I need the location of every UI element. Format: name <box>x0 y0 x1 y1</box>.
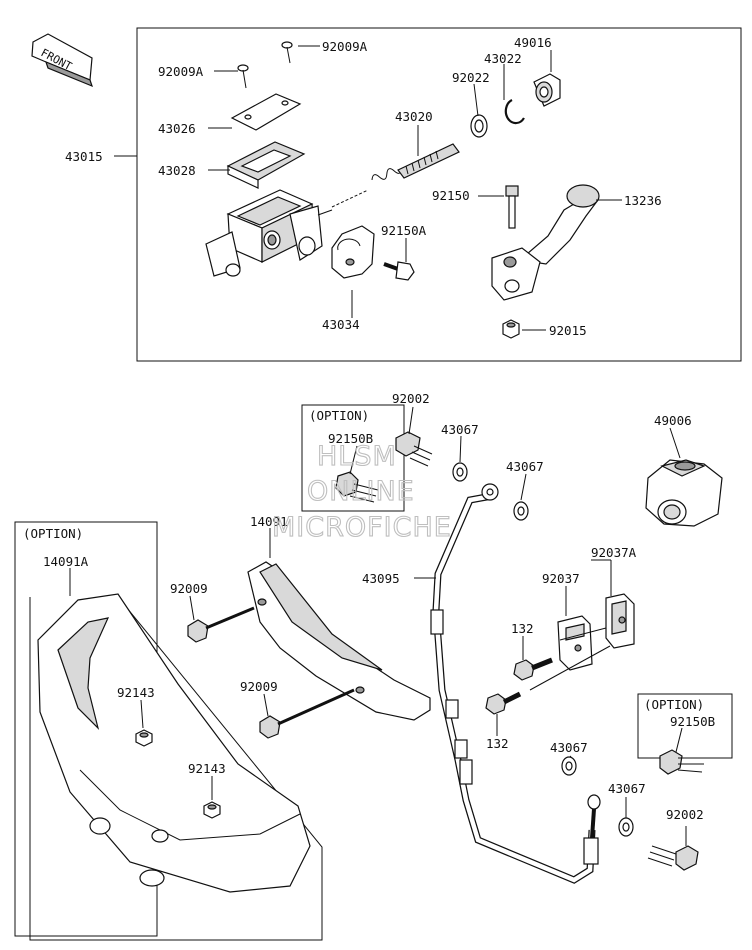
label-92009a-top: 92009A <box>322 39 368 54</box>
label-43067-d: 43067 <box>608 781 646 796</box>
option-sub-frame <box>29 596 323 941</box>
option-box-92150b-top <box>301 404 405 512</box>
label-43015: 43015 <box>65 149 103 164</box>
label-92002-top: 92002 <box>392 391 430 406</box>
bracket-92037 <box>557 615 593 671</box>
master-cylinder-frame <box>136 27 742 362</box>
label-92009-a: 92009 <box>170 581 208 596</box>
label-49006: 49006 <box>654 413 692 428</box>
label-92037a: 92037A <box>591 545 637 560</box>
bracket-92037a <box>605 593 635 649</box>
watermark: HLSM ONLINE MICROFICHE <box>271 440 452 543</box>
label-92015: 92015 <box>549 323 587 338</box>
handguard-14091 <box>247 561 431 721</box>
bolt-92002-bottom <box>647 845 699 871</box>
label-92150b-top: 92150B <box>328 431 373 446</box>
clamp-43034 <box>331 225 375 279</box>
bolt-132-b <box>485 691 522 715</box>
bolt-92150 <box>505 185 519 229</box>
label-43028: 43028 <box>158 163 196 178</box>
front-arrow-icon: FRONT <box>31 33 93 88</box>
brake-hose-43095 <box>430 483 601 884</box>
option-label-right: (OPTION) <box>644 697 704 712</box>
label-92150: 92150 <box>432 188 470 203</box>
bolt-92002-top <box>395 431 433 467</box>
watermark-line-3: MICROFICHE <box>272 512 452 543</box>
label-43067-b: 43067 <box>506 459 544 474</box>
cap-43026 <box>230 93 302 131</box>
bolt-92009-a <box>187 606 255 643</box>
label-92002-bottom: 92002 <box>666 807 704 822</box>
screw-92009a-left <box>237 64 249 89</box>
label-14091: 14091 <box>250 514 288 529</box>
label-43022: 43022 <box>484 51 522 66</box>
label-92037: 92037 <box>542 571 580 586</box>
option-label-left: (OPTION) <box>23 526 83 541</box>
bolt-92009-b <box>259 688 355 739</box>
label-43067-c: 43067 <box>550 740 588 755</box>
nut-92143-b <box>203 801 221 819</box>
watermark-line-2: ONLINE <box>307 476 415 507</box>
boot-49016 <box>533 73 561 107</box>
circlip-43022 <box>504 99 525 125</box>
piston-43020 <box>331 143 460 208</box>
lever-13236 <box>491 184 600 301</box>
label-92150b-right: 92150B <box>670 714 715 729</box>
handguard-14091a <box>37 593 311 893</box>
bolt-92150b-right <box>659 749 704 775</box>
screw-92009a-top <box>281 41 293 64</box>
label-92009-b: 92009 <box>240 679 278 694</box>
nut-92015 <box>502 319 520 339</box>
label-43034: 43034 <box>322 317 360 332</box>
watermark-line-1: HLSM <box>317 441 397 472</box>
label-132-b: 132 <box>486 736 509 751</box>
label-132-a: 132 <box>511 621 534 636</box>
bolt-132-a <box>513 657 553 681</box>
label-14091a: 14091A <box>43 554 89 569</box>
leader-lines <box>69 45 687 846</box>
label-92143-a: 92143 <box>117 685 155 700</box>
label-49016: 49016 <box>514 35 552 50</box>
label-92143-b: 92143 <box>188 761 226 776</box>
master-cylinder-body <box>205 189 333 277</box>
option-label-top: (OPTION) <box>309 408 369 423</box>
label-92150a: 92150A <box>381 223 427 238</box>
label-92022: 92022 <box>452 70 490 85</box>
label-43067-a: 43067 <box>441 422 479 437</box>
nut-92143-a <box>135 729 153 747</box>
bolt-92150a <box>383 261 415 281</box>
label-13236: 13236 <box>624 193 662 208</box>
label-43020: 43020 <box>395 109 433 124</box>
cover-49006 <box>645 459 723 527</box>
label-43026: 43026 <box>158 121 196 136</box>
label-43095: 43095 <box>362 571 400 586</box>
label-92009a-left: 92009A <box>158 64 204 79</box>
part-number-labels: 43015 92009A 92009A 43026 43028 43020 49… <box>23 35 715 822</box>
